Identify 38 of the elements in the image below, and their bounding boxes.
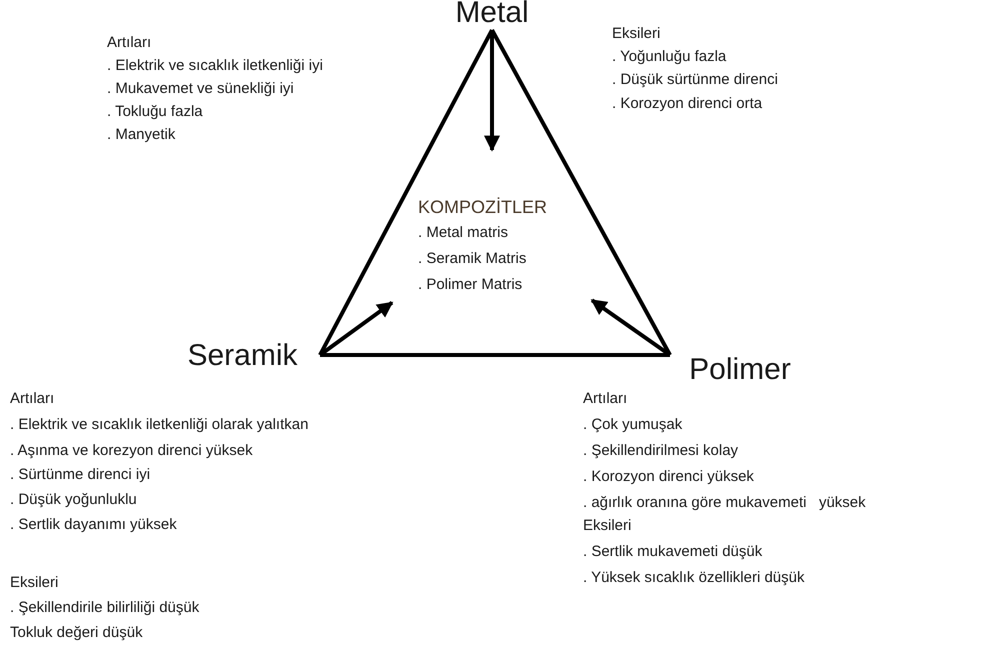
list-item: . Polimer Matris — [418, 275, 522, 295]
triangle-side-line — [318, 29, 494, 356]
property-text: Eksileri — [612, 24, 660, 44]
property-text: . Manyetik — [107, 125, 176, 145]
property-text: Artıları — [583, 389, 628, 409]
property-text: . Yoğunluğu fazla — [612, 47, 726, 67]
material-name: Polimer — [670, 345, 810, 395]
material-name: Metal — [445, 0, 539, 30]
arrow — [590, 298, 672, 357]
triangle-side-line — [490, 29, 672, 356]
property-text: Artıları — [10, 389, 54, 409]
property-text: . Mukavemet ve sünekliği iyi — [107, 79, 294, 99]
property-text: . Düşük yoğunluklu — [10, 490, 137, 510]
property-text: Artıları — [107, 33, 152, 53]
arrow — [318, 301, 394, 357]
list-item: . Metal matris — [418, 223, 508, 243]
material-name: Seramik — [165, 336, 320, 376]
property-text: . Korozyon direnci yüksek — [583, 467, 754, 487]
property-text: Eksileri — [583, 516, 632, 536]
property-text: . Sertlik dayanımı yüksek — [10, 515, 177, 535]
property-text: . Şekillendirilmesi kolay — [583, 441, 738, 461]
property-text: . Düşük sürtünme direnci — [612, 70, 778, 90]
property-text: . Aşınma ve korezyon direnci yüksek — [10, 441, 253, 461]
property-text: . Elektrik ve sıcaklık iletkenliği olarak yalıtkan — [10, 415, 308, 435]
property-text: . Korozyon direnci orta — [612, 94, 762, 114]
property-text: . Sürtünme direnci iyi — [10, 465, 150, 485]
property-text: . Şekillendirile bilirliliği düşük — [10, 598, 200, 618]
property-text: . Sertlik mukavemeti düşük — [583, 542, 762, 562]
property-text: . Çok yumuşak — [583, 415, 682, 435]
property-text: Eksileri — [10, 573, 58, 593]
property-text: Tokluk değeri düşük — [10, 623, 143, 643]
property-text: . ağırlık oranına göre mukavemeti yüksek — [583, 493, 866, 513]
triangle-side-line — [320, 353, 670, 357]
list-item: . Seramik Matris — [418, 249, 526, 269]
group-heading: KOMPOZİTLER — [418, 196, 548, 219]
property-text: . Tokluğu fazla — [107, 102, 203, 122]
property-text: . Elektrik ve sıcaklık iletkenliği iyi — [107, 56, 323, 76]
property-text: . Yüksek sıcaklık özellikleri düşük — [583, 568, 804, 588]
